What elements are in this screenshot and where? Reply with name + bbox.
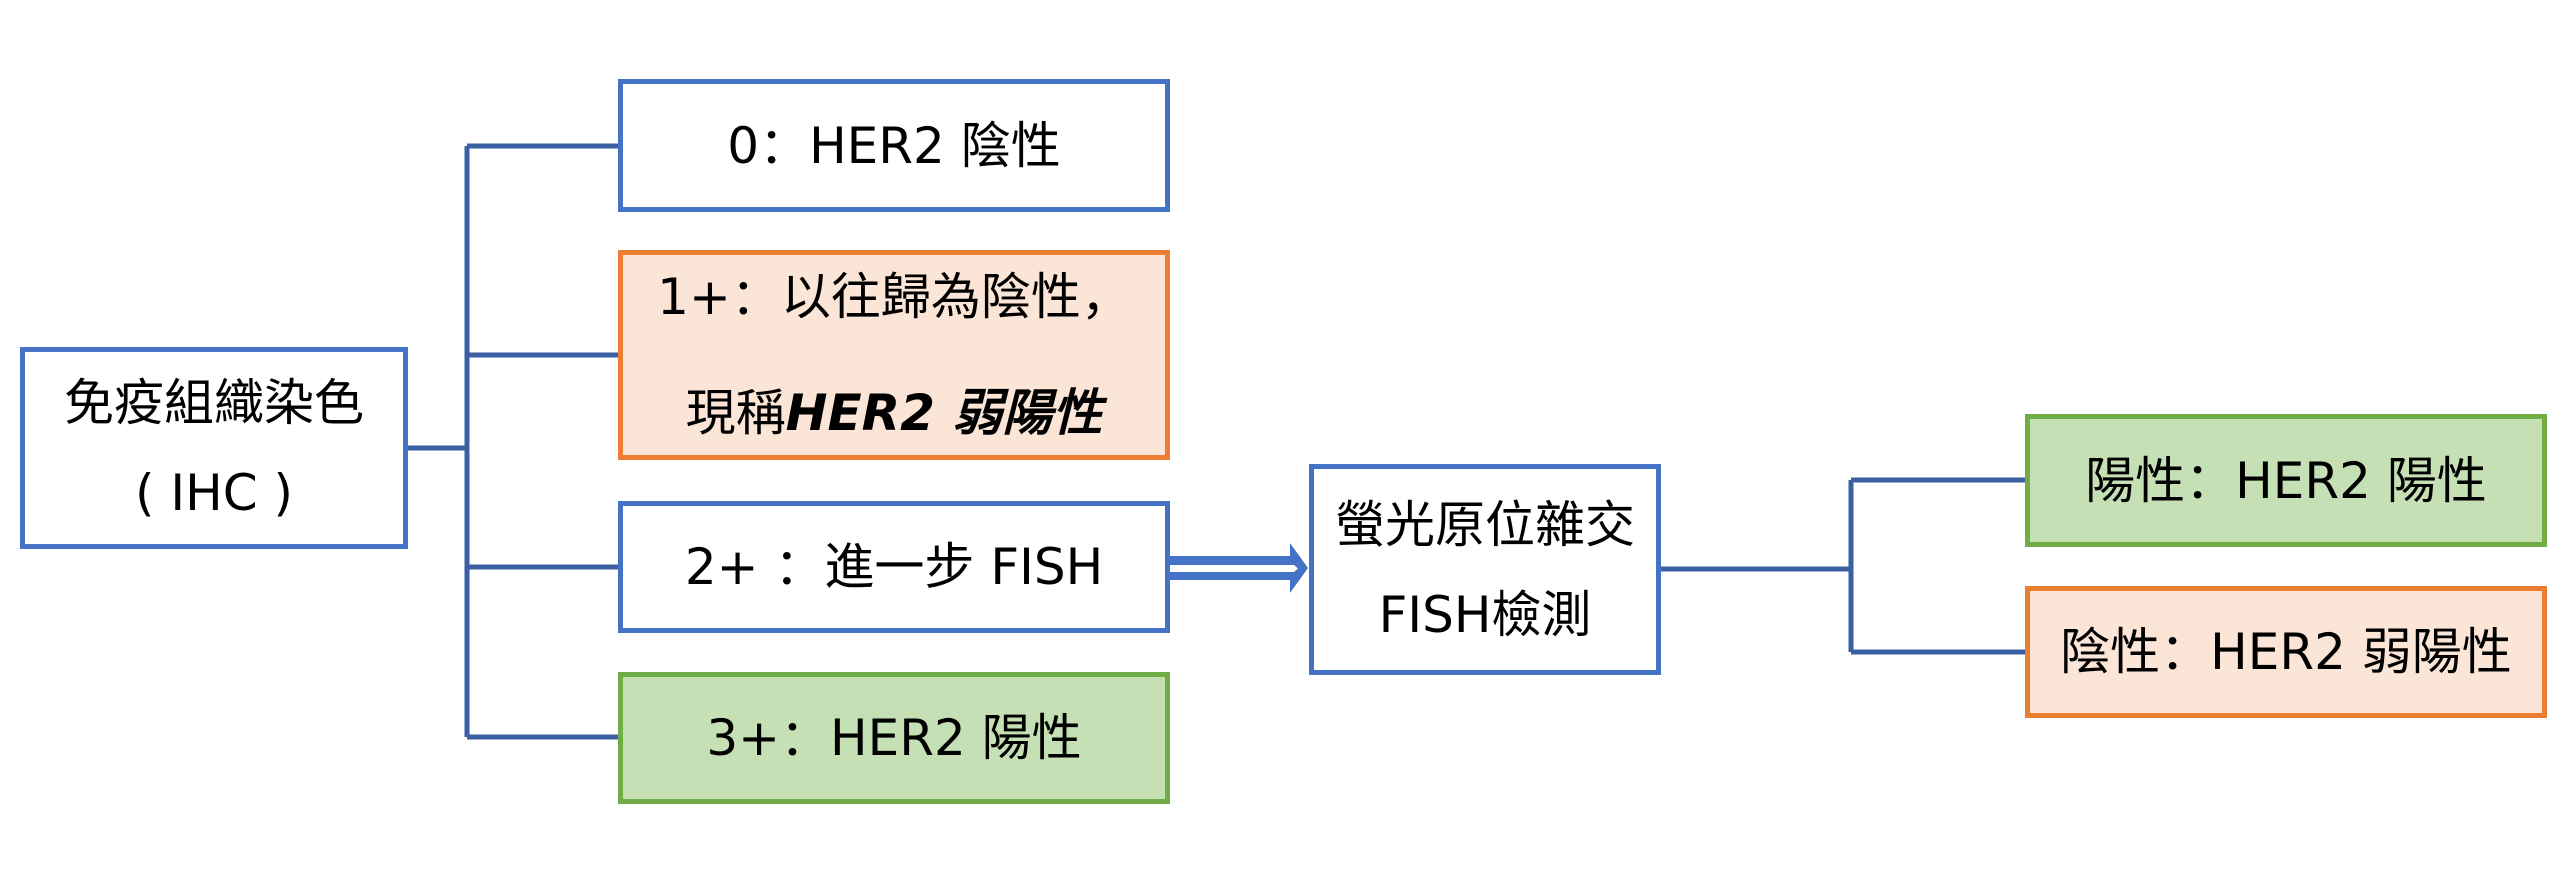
ihc-score-0-label: 0：HER2 陰性 [727, 116, 1061, 175]
ihc-score-1plus-line2: 現稱HER2 弱陽性 [686, 388, 1103, 438]
ihc-root-node: 免疫組織染色 ( IHC ) [20, 347, 408, 549]
ihc-score-2plus-label: 2+ ：進一步 FISH [684, 538, 1104, 596]
ihc-score-1plus-prefix: 現稱 [685, 384, 786, 442]
fish-positive-label: 陽性：HER2 陽性 [2085, 451, 2487, 510]
ihc-abbrev: ( IHC ) [134, 464, 294, 522]
fish-title: 螢光原位雜交 [1335, 495, 1635, 554]
ihc-score-3plus-node: 3+：HER2 陽性 [618, 672, 1170, 804]
ihc-score-1plus-line1: 1+：以往歸為陰性， [657, 268, 1131, 326]
ihc-title: 免疫組織染色 [64, 374, 364, 432]
ihc-score-3plus-label: 3+：HER2 陽性 [706, 709, 1082, 767]
fish-test-node: 螢光原位雜交 FISH檢測 [1309, 464, 1661, 675]
double-line-arrow-right-icon [1170, 543, 1308, 593]
fish-subtitle: FISH檢測 [1378, 585, 1592, 644]
fish-negative-label: 陰性：HER2 弱陽性 [2060, 623, 2512, 681]
ihc-score-1plus-emphasis: HER2 弱陽性 [785, 384, 1103, 442]
ihc-score-1plus-node: 1+：以往歸為陰性， 現稱HER2 弱陽性 [618, 250, 1170, 460]
ihc-score-0-node: 0：HER2 陰性 [618, 79, 1170, 212]
ihc-score-2plus-node: 2+ ：進一步 FISH [618, 501, 1170, 633]
fish-negative-node: 陰性：HER2 弱陽性 [2025, 586, 2547, 718]
fish-positive-node: 陽性：HER2 陽性 [2025, 414, 2547, 547]
